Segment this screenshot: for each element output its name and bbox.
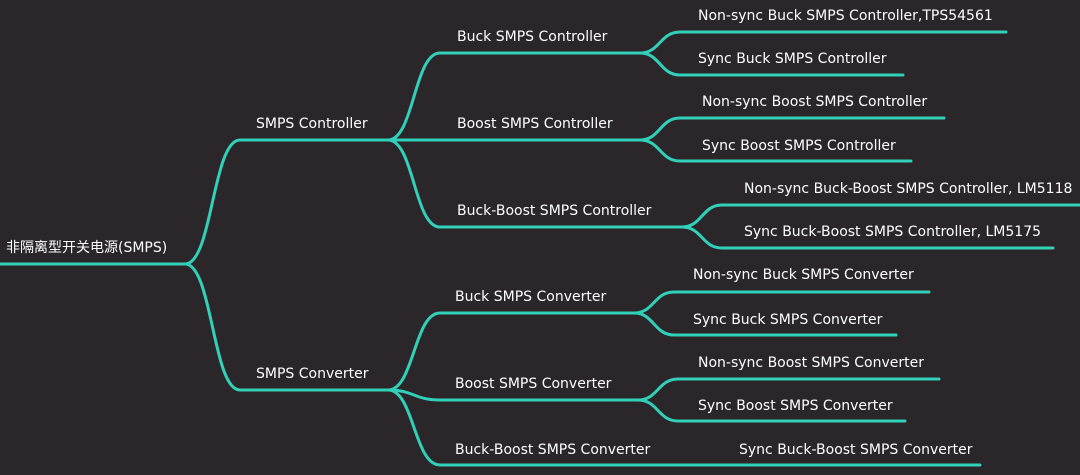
node-buck-smps-converter: Buck SMPS Converter — [455, 289, 607, 305]
node-boost-smps-converter: Boost SMPS Converter — [455, 376, 612, 392]
link-converter-buck — [386, 311, 638, 392]
node-smps-controller: SMPS Controller — [256, 116, 368, 132]
node-boost-smps-controller: Boost SMPS Controller — [457, 116, 613, 132]
leaf-sync-buck-boost-controller: Sync Buck-Boost SMPS Controller, LM5175 — [744, 224, 1042, 240]
link-buck-conv-sync — [632, 311, 898, 337]
root-node: 非隔离型开关电源(SMPS) — [6, 240, 168, 256]
leaf-sync-boost-converter: Sync Boost SMPS Converter — [698, 398, 893, 414]
leaf-sync-buck-converter: Sync Buck SMPS Converter — [693, 312, 883, 328]
leaf-non-sync-boost-converter: Non-sync Boost SMPS Converter — [698, 355, 925, 371]
link-buck-conv-nonsync — [632, 290, 931, 315]
leaf-sync-buck-controller: Sync Buck SMPS Controller — [698, 51, 887, 67]
link-buck-ctrl-sync — [638, 51, 905, 77]
link-converter-buck-boost — [386, 388, 982, 467]
link-root-converter — [183, 262, 394, 392]
node-smps-converter: SMPS Converter — [256, 366, 369, 382]
node-buck-boost-smps-controller: Buck-Boost SMPS Controller — [457, 203, 652, 219]
link-controller-buck-boost — [386, 138, 686, 229]
leaf-sync-boost-controller: Sync Boost SMPS Controller — [702, 138, 896, 154]
link-converter-boost — [386, 388, 642, 402]
link-root-controller — [183, 138, 394, 266]
link-controller-buck — [386, 51, 644, 142]
leaf-non-sync-buck-boost-controller: Non-sync Buck-Boost SMPS Controller, LM5… — [744, 181, 1073, 197]
leaf-sync-buck-boost-converter: Sync Buck-Boost SMPS Converter — [739, 442, 973, 458]
leaf-non-sync-boost-controller: Non-sync Boost SMPS Controller — [702, 94, 928, 110]
link-boost-ctrl-sync — [638, 138, 913, 163]
link-bb-ctrl-sync — [680, 225, 1055, 250]
node-buck-smps-controller: Buck SMPS Controller — [457, 29, 608, 45]
leaf-non-sync-buck-converter: Non-sync Buck SMPS Converter — [693, 267, 914, 283]
leaf-non-sync-buck-controller: Non-sync Buck SMPS Controller,TPS54561 — [698, 8, 993, 24]
node-buck-boost-smps-converter: Buck-Boost SMPS Converter — [455, 442, 651, 458]
link-boost-conv-sync — [636, 398, 907, 423]
